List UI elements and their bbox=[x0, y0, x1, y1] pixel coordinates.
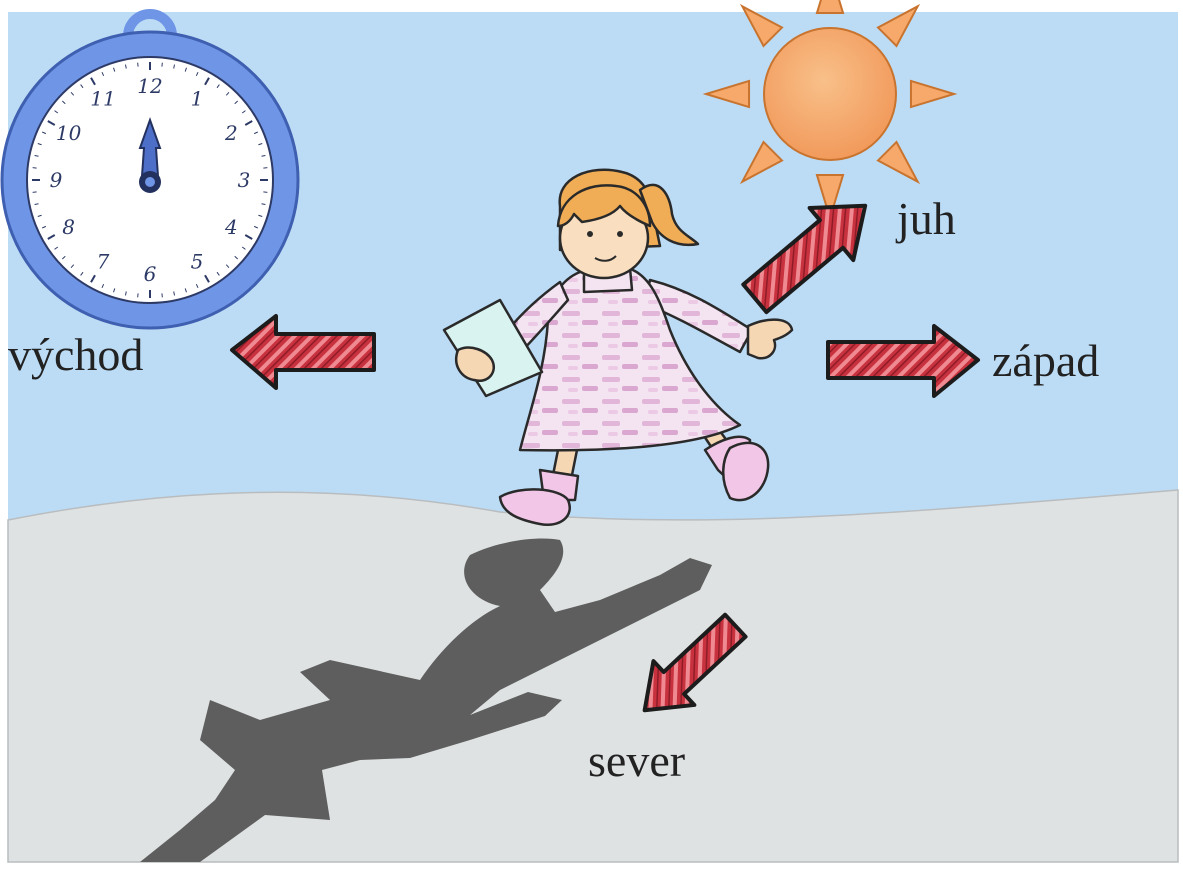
watch-number: 4 bbox=[224, 215, 238, 239]
watch-number: 10 bbox=[56, 121, 82, 145]
ground bbox=[8, 490, 1178, 862]
sun-ray bbox=[817, 0, 843, 13]
label-south: juh bbox=[897, 196, 956, 242]
watch-number: 12 bbox=[137, 74, 162, 98]
watch-number: 1 bbox=[191, 87, 204, 111]
watch-number: 11 bbox=[90, 87, 115, 111]
watch-number: 7 bbox=[97, 249, 110, 273]
watch-number: 3 bbox=[238, 168, 251, 192]
watch-number: 9 bbox=[50, 168, 63, 192]
watch-number: 5 bbox=[191, 249, 204, 273]
watch-number: 6 bbox=[144, 262, 157, 286]
label-east: východ bbox=[8, 332, 143, 378]
label-north: sever bbox=[588, 738, 685, 784]
label-west: západ bbox=[992, 338, 1099, 384]
watch-number: 8 bbox=[62, 215, 75, 239]
sun-disk bbox=[764, 28, 896, 160]
watch-number: 2 bbox=[224, 121, 238, 145]
